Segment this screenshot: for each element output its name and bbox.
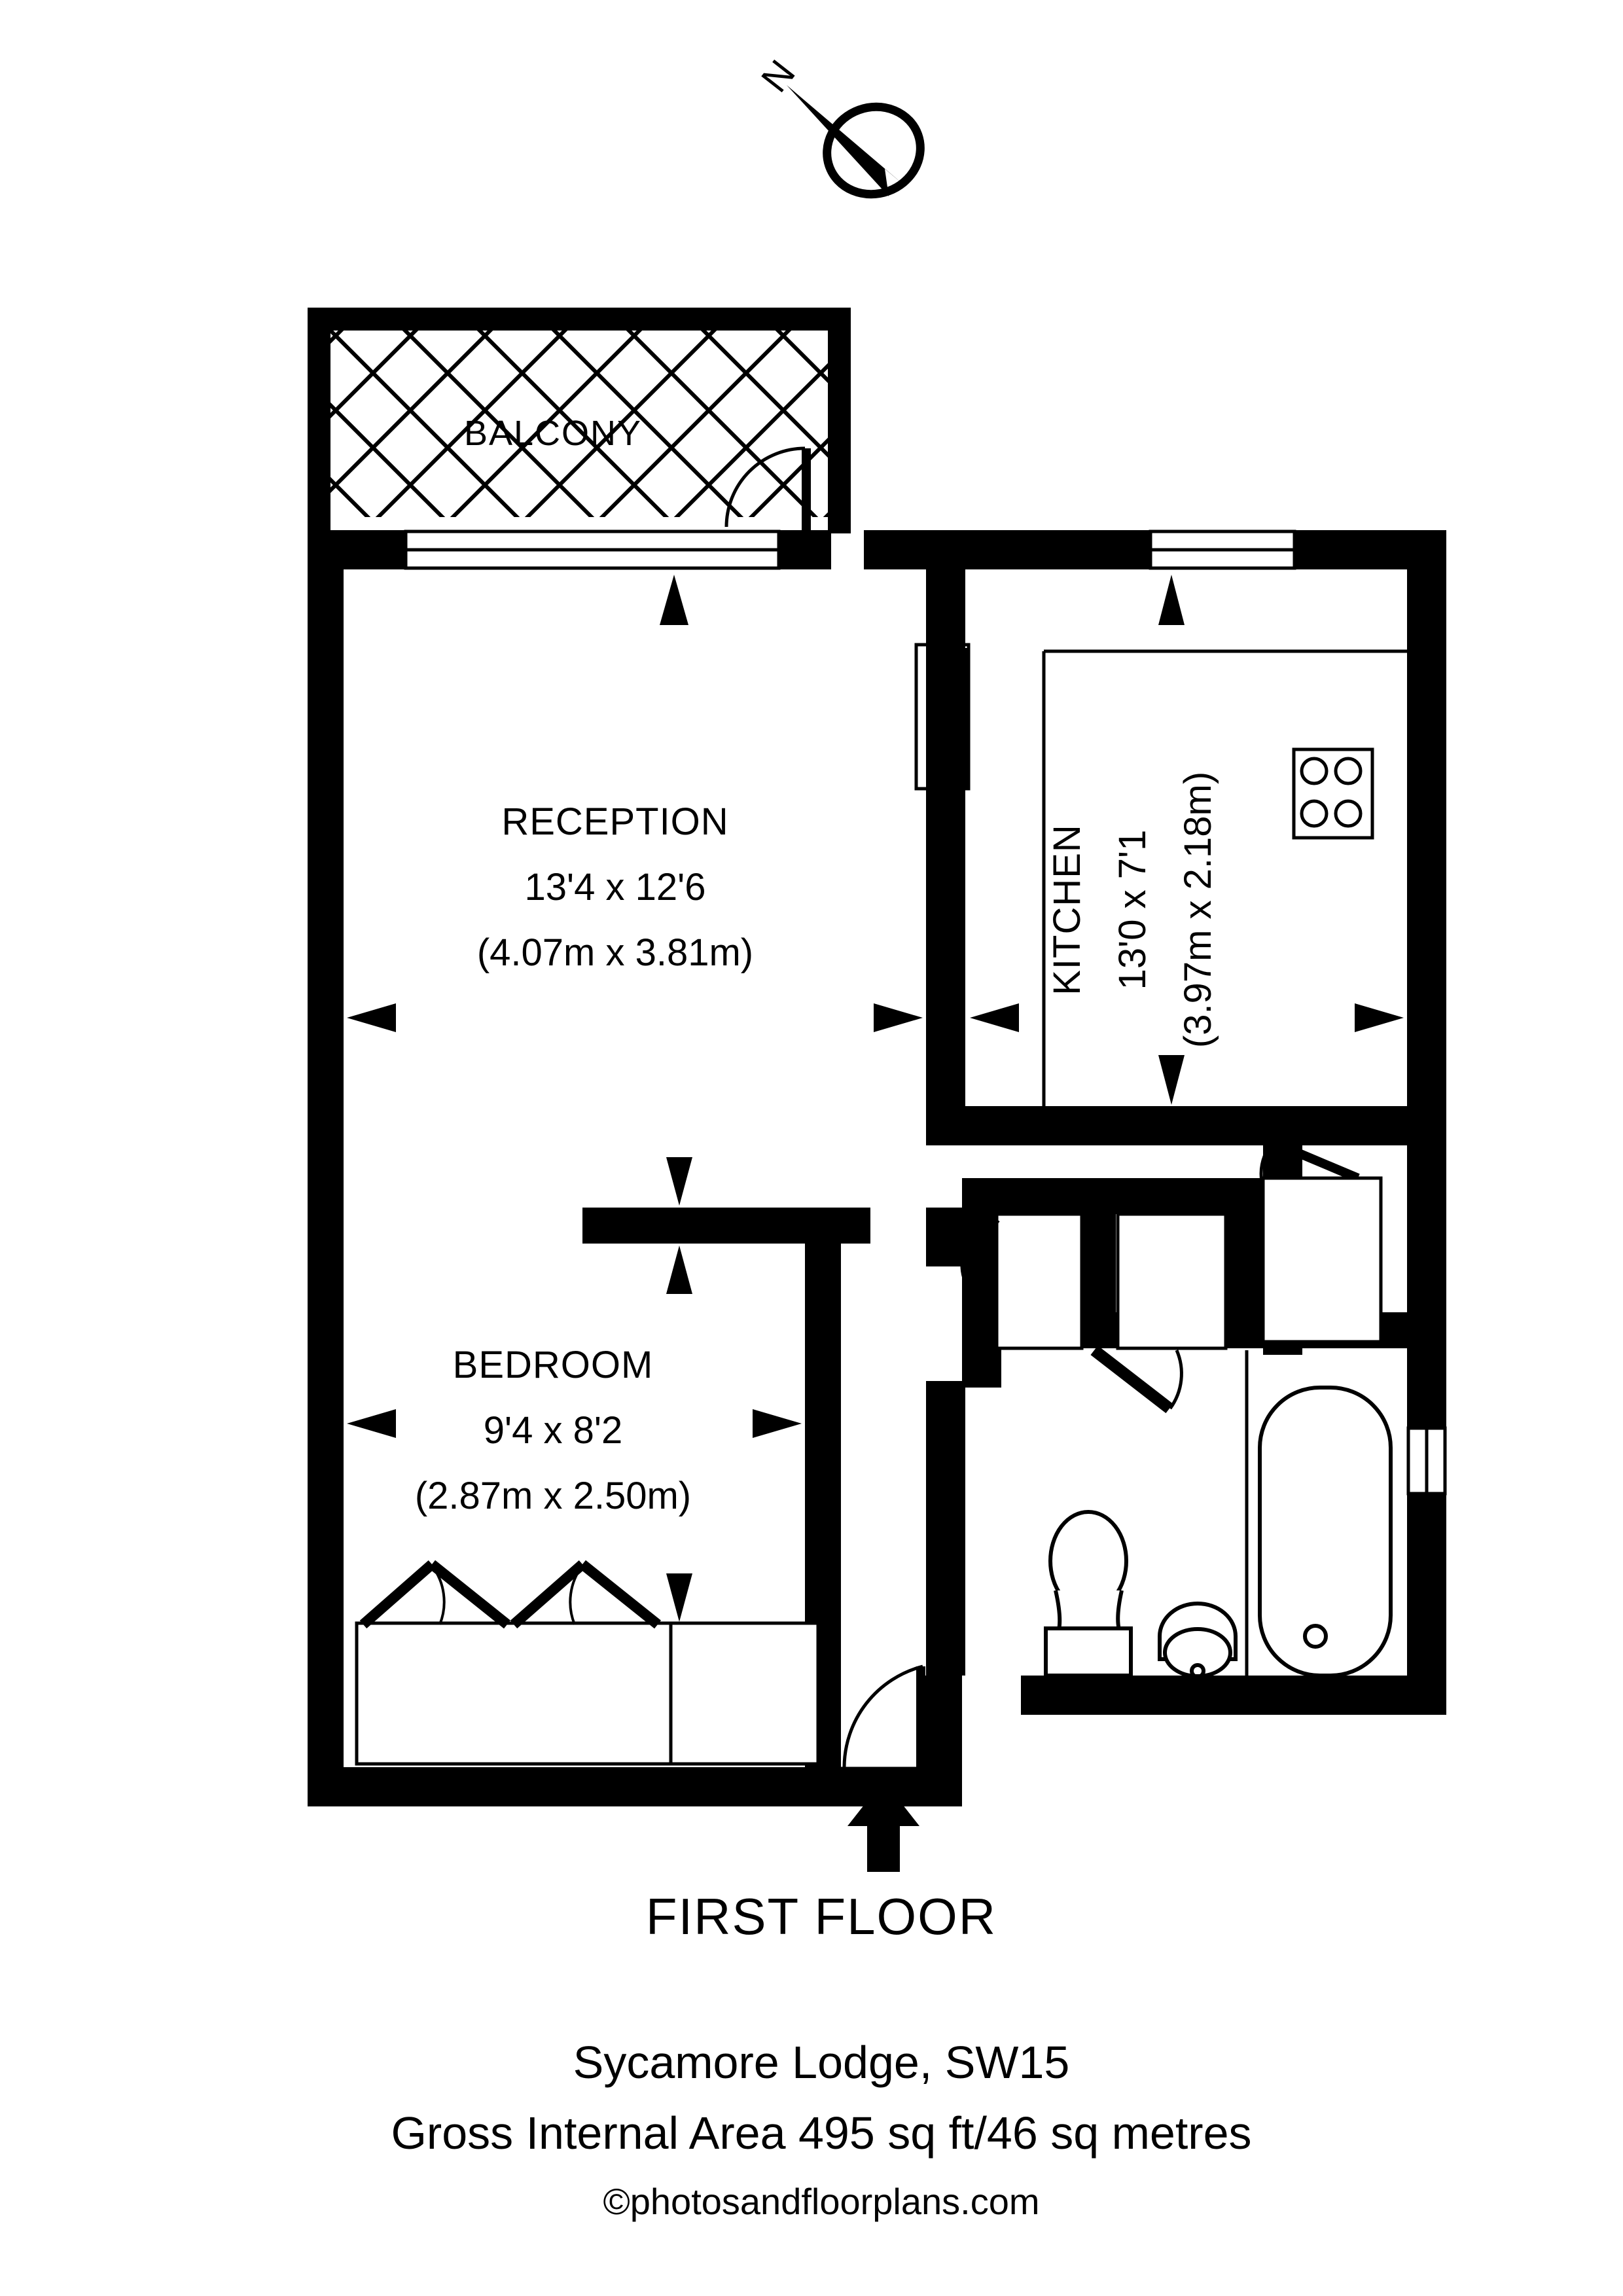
wardrobe-arc-1 [431,1564,446,1625]
windows [404,529,1447,1496]
wall-reception-kitchen-upper [926,530,965,831]
wall-kitchen-left [926,949,965,1145]
outer-walls [308,530,1446,1806]
wall-exterior-right [1407,530,1446,1505]
basin-icon [1158,1602,1238,1679]
wc-icon [1044,1510,1133,1677]
wardrobe-bifold [355,1560,820,1766]
reception-dim-metric: (4.07m x 3.81m) [477,931,753,974]
dimension-markers [347,575,1404,1622]
wall-exterior-bottom-right [1021,1676,1446,1715]
floor-title: FIRST FLOOR [646,1888,997,1945]
bathroom [1044,1345,1393,1679]
kitchen-label-group: KITCHEN 13'0 x 7'1 (3.97m x 2.18m) [1046,772,1219,1048]
bedroom-label-group: BEDROOM 9'4 x 8'2 (2.87m x 2.50m) [415,1344,691,1517]
bedroom-dim-metric: (2.87m x 2.50m) [415,1475,691,1517]
window-bathroom [1406,1426,1447,1496]
dim-arrow-bedroom-top-a [666,1157,692,1206]
wall-kitchen-bottom [926,1106,1446,1145]
reception-label-group: RECEPTION 13'4 x 12'6 (4.07m x 3.81m) [477,800,753,974]
dim-arrow-reception-left [347,1003,396,1032]
entrance-direction-arrow [847,1780,919,1872]
wall-reception-window-jamb [779,530,831,569]
kitchen-dim-imperial: 13'0 x 7'1 [1111,830,1154,990]
bedroom-dim-imperial: 9'4 x 8'2 [484,1409,622,1452]
wall-exterior-bottom-left [308,1767,962,1806]
dim-arrow-kitchen-window [1158,575,1185,625]
entrance-door-leaf [916,1666,925,1770]
dim-arrow-kitchen-left [970,1003,1019,1032]
wall-entrance-right-jamb [923,1676,962,1806]
dim-arrow-bedroom-right [753,1409,802,1438]
balcony-wall-right [828,308,851,533]
cupboard-hall-box [995,1212,1084,1350]
balcony-door-leaf [802,448,811,530]
dim-arrow-kitchen-bottom [1158,1055,1185,1105]
reception-dim-imperial: 13'4 x 12'6 [525,866,706,908]
dim-arrow-bedroom-bottom [666,1573,692,1622]
balcony-wall-top [308,308,851,331]
bedroom-name: BEDROOM [453,1344,654,1386]
window-reception [404,529,781,570]
wall-reception-kitchen-lower [926,831,965,949]
kitchen-cupboard-box [1261,1176,1383,1344]
balcony-label: BALCONY [464,414,642,453]
dim-arrow-reception-window [660,575,688,625]
wall-exterior-left [308,530,344,1806]
wall-hall-left-stub [926,1208,962,1266]
wardrobe-box [355,1621,820,1766]
copyright-credit: ©photosandfloorplans.com [603,2181,1040,2222]
entrance-door [841,1664,925,1872]
dim-arrow-bedroom-left [347,1409,396,1438]
internal-walls [582,949,1446,1770]
kitchen-unit-left [914,643,971,791]
wardrobe-leaf-1 [359,1560,436,1629]
wardrobe-leaf-2 [429,1560,510,1629]
kitchen-name: KITCHEN [1046,824,1088,996]
reception-name: RECEPTION [501,800,728,843]
wall-reception-top-left [308,530,406,569]
kitchen-cupboard-leaf [1260,1133,1360,1183]
balcony-hatch [327,327,831,517]
window-kitchen [1149,529,1296,570]
wardrobe-leaf-4 [579,1560,661,1629]
bath-icon [1258,1386,1393,1677]
cupboard-hall-box-2 [1116,1212,1228,1350]
kitchen-counter-left [926,648,967,787]
wall-kitchen-top-left [1060,530,1152,569]
cupboard-hall-swing [960,1263,997,1311]
property-address: Sycamore Lodge, SW15 [573,2037,1070,2088]
entrance-door-swing [842,1664,923,1768]
dim-arrow-kitchen-right [1355,1003,1404,1032]
cupboard-hall-leaf [958,1215,1000,1266]
dim-arrow-reception-right [874,1003,923,1032]
compass-needle [787,85,910,196]
hall-cupboards [958,1212,1228,1350]
bathroom-door-swing [1168,1350,1183,1410]
balcony-wall-left [308,308,330,533]
kitchen-fittings [914,643,1407,1344]
wardrobe-arc-2 [569,1564,584,1625]
balcony-structure: BALCONY [308,308,851,533]
balcony-door-swing [724,446,806,528]
bathroom-door-leaf [1090,1345,1173,1414]
wardrobe-leaf-3 [510,1560,586,1629]
dim-arrow-bedroom-top-b [666,1246,692,1294]
gross-internal-area: Gross Internal Area 495 sq ft/46 sq metr… [391,2108,1251,2159]
wall-hall-stub [962,1348,1001,1388]
wall-hall-left [926,1381,965,1676]
compass-ring [823,102,925,199]
hob-icon [1292,747,1374,840]
kitchen-dim-metric: (3.97m x 2.18m) [1177,772,1219,1048]
